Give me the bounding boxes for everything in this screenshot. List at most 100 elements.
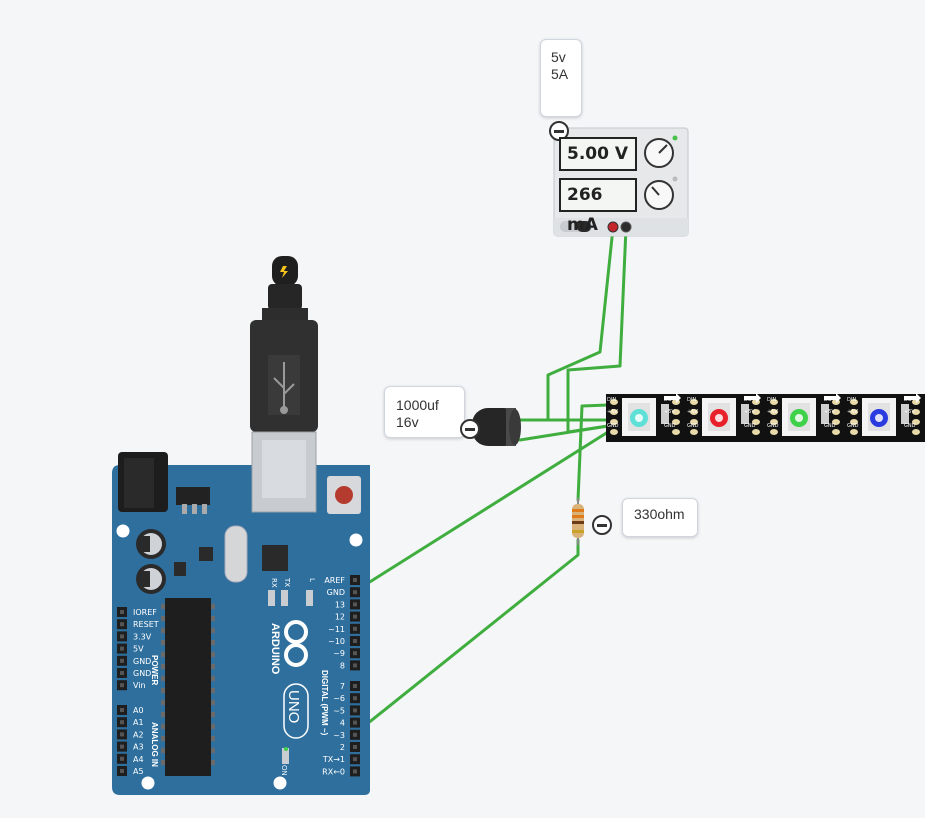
wire-gnd-arduino[interactable] (355, 430, 610, 592)
analog-header-title: ANALOG IN (150, 722, 159, 767)
note-power-supply-line-2: 5A (551, 66, 569, 82)
strip-pin-label: DO (664, 397, 672, 403)
power-pin-label: GND (133, 669, 151, 678)
strip-pad (672, 409, 680, 415)
resistor[interactable] (572, 498, 584, 545)
analog-pin-label: A3 (133, 743, 144, 752)
power-header-title: POWER (150, 655, 159, 685)
strip-pad (752, 419, 760, 425)
strip-pin-label: GND (607, 423, 619, 429)
led-label: RX (270, 578, 278, 588)
note-capacitor-line-2: 16v (396, 414, 419, 430)
wire-din-resistor[interactable] (576, 403, 610, 502)
analog-pin-label: A1 (133, 718, 144, 727)
strip-resistor (661, 404, 669, 424)
strip-pad (770, 399, 778, 405)
arduino-brand: ARDUINO (269, 623, 281, 675)
strip-pin-label: DO (904, 397, 912, 403)
arduino-board[interactable]: ARDUINO UNO ON POWER ANALOG IN DIGITAL (… (112, 431, 370, 795)
strip-pad (850, 399, 858, 405)
power-pin-label: Vin (133, 681, 146, 690)
arrow-icon (904, 393, 921, 403)
note-capacitor-line-1: 1000uf (396, 397, 439, 413)
digital-pin-label: ~9 (333, 649, 345, 658)
strip-pad (610, 399, 618, 405)
digital-pin-label: 7 (340, 682, 345, 691)
usb-cable[interactable] (250, 256, 318, 432)
power-pin-label: IOREF (133, 608, 157, 617)
digital-pin-label: GND (327, 588, 345, 597)
cv-indicator (672, 135, 678, 141)
voltage-display: 5.00 V (559, 137, 637, 171)
strip-pin-label: DIN (607, 397, 616, 403)
strip-pin-label: +5V (664, 409, 675, 415)
collapse-note-capacitor-button[interactable] (460, 419, 480, 439)
strip-pin-label: +5V (687, 409, 698, 415)
strip-pin-label: +5V (904, 409, 915, 415)
current-display: 266 mA (559, 178, 637, 235)
collapse-note-resistor-button[interactable] (592, 515, 612, 535)
arrow-icon (744, 393, 761, 403)
digital-header-title: DIGITAL (PWM ~) (320, 670, 329, 736)
strip-pin-label: DIN (767, 397, 776, 403)
strip-pin-label: DIN (687, 397, 696, 403)
strip-pin-label: DIN (847, 397, 856, 403)
note-resistor-line-1: 330ohm (634, 506, 685, 522)
strip-pad (912, 429, 920, 435)
strip-pad (610, 419, 618, 425)
note-capacitor[interactable]: 1000uf 16v (384, 386, 465, 438)
strip-pad (770, 409, 778, 415)
digital-pin-label: 13 (335, 600, 345, 609)
strip-pad (912, 419, 920, 425)
strip-pad (850, 409, 858, 415)
strip-pad (752, 429, 760, 435)
strip-pad (690, 399, 698, 405)
strip-pad (610, 409, 618, 415)
usb-icon (273, 362, 295, 414)
strip-pad (912, 409, 920, 415)
digital-pin-label: RX←0 (322, 767, 345, 776)
digital-pin-label: 2 (340, 743, 345, 752)
wire-psu-red[interactable] (546, 226, 615, 422)
note-resistor[interactable]: 330ohm (622, 498, 698, 537)
strip-pin-label: GND (744, 423, 756, 429)
analog-pin-label: A5 (133, 767, 144, 776)
strip-resistor (821, 404, 829, 424)
digital-pin-label: ~10 (328, 637, 345, 646)
strip-resistor (901, 404, 909, 424)
strip-pad (672, 419, 680, 425)
strip-pin-label: GND (687, 423, 699, 429)
strip-pad (832, 409, 840, 415)
strip-pin-label: DO (744, 397, 752, 403)
strip-pin-label: +5V (744, 409, 755, 415)
analog-pin-label: A2 (133, 730, 144, 739)
strip-pin-label: GND (824, 423, 836, 429)
arduino-model: UNO (285, 690, 302, 723)
digital-pin-label: AREF (324, 576, 345, 585)
strip-pin-label: GND (664, 423, 676, 429)
digital-pin-label: ~5 (333, 706, 345, 715)
analog-pin-label: A4 (133, 755, 144, 764)
psu-positive-terminal[interactable] (607, 221, 619, 233)
strip-pad (690, 429, 698, 435)
power-pin-label: RESET (133, 620, 159, 629)
digital-pin-label: ~3 (333, 731, 345, 740)
strip-pad (690, 409, 698, 415)
note-power-supply-line-1: 5v (551, 49, 566, 65)
on-label: ON (280, 765, 287, 776)
capacitor[interactable] (472, 408, 521, 446)
strip-pad (770, 429, 778, 435)
led-strip[interactable]: DIN+5VGNDDO+5VGNDDIN+5VGNDDO+5VGNDDIN+5V… (606, 393, 925, 442)
led-label: L (308, 578, 316, 582)
note-power-supply[interactable]: 5v 5A (540, 39, 582, 117)
cc-indicator (672, 176, 678, 182)
led-label: TX (283, 577, 291, 587)
psu-negative-terminal[interactable] (620, 221, 632, 233)
power-pin-label: 5V (133, 645, 144, 654)
strip-pad (832, 429, 840, 435)
strip-pin-label: GND (904, 423, 916, 429)
strip-pad (850, 429, 858, 435)
strip-pad (770, 419, 778, 425)
arrow-icon (664, 393, 681, 403)
wire-cap-minus[interactable] (518, 424, 610, 442)
